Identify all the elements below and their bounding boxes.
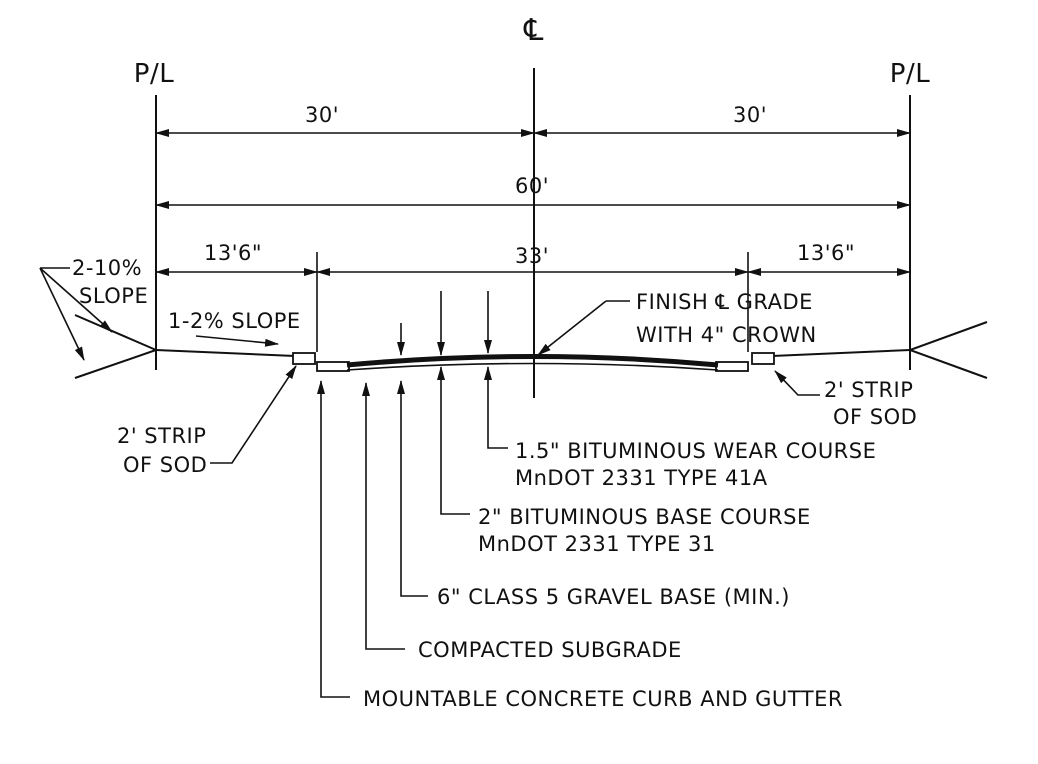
side-slope-label-line2: SLOPE [79,284,148,308]
sod-right-leader [774,370,820,396]
boulevard-slope-label: 1-2% SLOPE [168,309,301,333]
boulevard-grade-right [771,349,911,357]
curb-right-back [751,352,775,365]
property-line-right-label: P/L [890,59,930,89]
sod-left-leader [210,365,297,464]
dimension-boulevard-left-label: 13'6" [204,241,262,265]
base-course-label-line1: 2" BITUMINOUS BASE COURSE [478,505,811,529]
pavement-base-line [346,362,719,371]
finish-grade-label-line2: WITH 4" CROWN [636,323,817,347]
dimension-half-right-label: 30' [733,103,767,127]
gravel-base-label: 6" CLASS 5 GRAVEL BASE (MIN.) [437,585,790,609]
side-slope-left [74,314,159,379]
base-course-leader [437,366,470,515]
boulevard-grade-left [155,349,296,357]
curb-left-gutter [316,361,350,372]
boulevard-slope-arrow [195,335,279,347]
curb-leader [317,380,350,698]
side-slope-label-line1: 2-10% [72,256,142,280]
dimension-boulevard-right-label: 13'6" [797,241,855,265]
wear-course-label-line1: 1.5" BITUMINOUS WEAR COURSE [515,439,876,463]
side-slope-leader-b [39,267,113,333]
subgrade-leader [362,382,405,650]
gravel-base-leader [397,380,428,597]
sod-left-label-line1: 2' STRIP [117,424,206,448]
side-slope-right [907,321,988,379]
curb-left-back [292,352,316,365]
dimension-roadway-label: 33' [515,244,549,268]
subgrade-label: COMPACTED SUBGRADE [418,638,682,662]
finish-grade-label-line1: FINISH ℄ GRADE [636,290,813,314]
dimension-half-left-label: 30' [305,103,339,127]
curb-label: MOUNTABLE CONCRETE CURB AND GUTTER [363,687,843,711]
pavement-surface [346,354,719,368]
sod-left-label-line2: OF SOD [123,453,207,477]
dimension-total-label: 60' [515,174,549,198]
wear-course-label-line2: MnDOT 2331 TYPE 41A [515,466,768,490]
base-course-label-line2: MnDOT 2331 TYPE 31 [478,532,716,556]
property-line-left-label: P/L [134,59,174,89]
curb-right-gutter [715,361,749,372]
sod-right-label-line1: 2' STRIP [824,378,913,402]
side-slope-leader-c [39,267,85,361]
centerline-symbol: ℄ [523,13,544,48]
sod-right-label-line2: OF SOD [833,405,917,429]
finish-grade-leader [537,300,607,356]
wear-course-leader [484,366,508,449]
